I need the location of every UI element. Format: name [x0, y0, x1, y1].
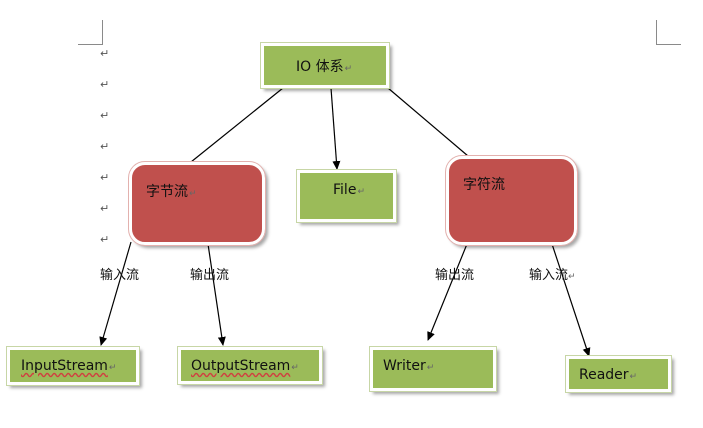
paragraph-mark: ↵ — [108, 363, 117, 373]
node-outputstream[interactable]: OutputStream↵ — [177, 346, 323, 385]
connector-root-byte-stream — [190, 87, 284, 163]
connector-byte-inputstream — [99, 241, 132, 346]
node-reader[interactable]: Reader↵ — [565, 355, 672, 393]
edge-label-byte-output: 输出流 — [190, 268, 230, 283]
paragraph-mark: ↵ — [426, 363, 435, 373]
node-char-stream[interactable]: 字符流 — [445, 155, 578, 246]
paragraph-mark: ↵ — [100, 171, 110, 184]
node-file[interactable]: File↵ — [296, 169, 397, 223]
connector-root-file — [330, 87, 341, 170]
node-file-label: File — [333, 182, 357, 198]
paragraph-mark: ↵ — [100, 233, 110, 246]
node-writer-label: Writer — [383, 358, 426, 374]
node-reader-label: Reader — [579, 367, 629, 383]
connector-byte-outputstream — [207, 243, 226, 346]
paragraph-mark: ↵ — [291, 363, 299, 373]
edge-label-char-output: 输出流 — [435, 268, 475, 283]
node-char-stream-label: 字符流 — [463, 177, 505, 193]
connector-root-char-stream — [387, 87, 469, 157]
paragraph-mark: ↵ — [629, 372, 638, 382]
connector-char-reader — [551, 243, 591, 357]
node-inputstream[interactable]: InputStream↵ — [6, 346, 140, 386]
edge-label-byte-input: 输入流 — [100, 268, 140, 283]
node-byte-stream[interactable]: 字节流↵ — [128, 161, 266, 246]
edge-label-char-input: 输入流 — [529, 268, 569, 283]
margin-corner-top-left — [78, 20, 103, 45]
node-byte-stream-label: 字节流 — [146, 184, 188, 200]
margin-corner-top-right — [656, 20, 681, 45]
paragraph-mark: ↵ — [357, 187, 365, 197]
connector-char-writer — [427, 243, 468, 341]
paragraph-mark: ↵ — [100, 202, 110, 215]
paragraph-mark: ↵ — [100, 109, 110, 122]
paragraph-mark: ↵ — [100, 78, 110, 91]
node-io-system-label: IO 体系 — [296, 59, 344, 75]
node-io-system[interactable]: IO 体系↵ — [260, 42, 390, 89]
paragraph-mark: ↵ — [100, 47, 110, 60]
paragraph-mark: ↵ — [568, 272, 576, 282]
node-outputstream-label: OutputStream — [191, 358, 291, 374]
node-inputstream-label: InputStream — [21, 358, 108, 374]
node-writer[interactable]: Writer↵ — [369, 346, 497, 392]
paragraph-mark: ↵ — [189, 189, 197, 199]
paragraph-mark: ↵ — [344, 64, 353, 74]
paragraph-mark: ↵ — [100, 140, 110, 153]
